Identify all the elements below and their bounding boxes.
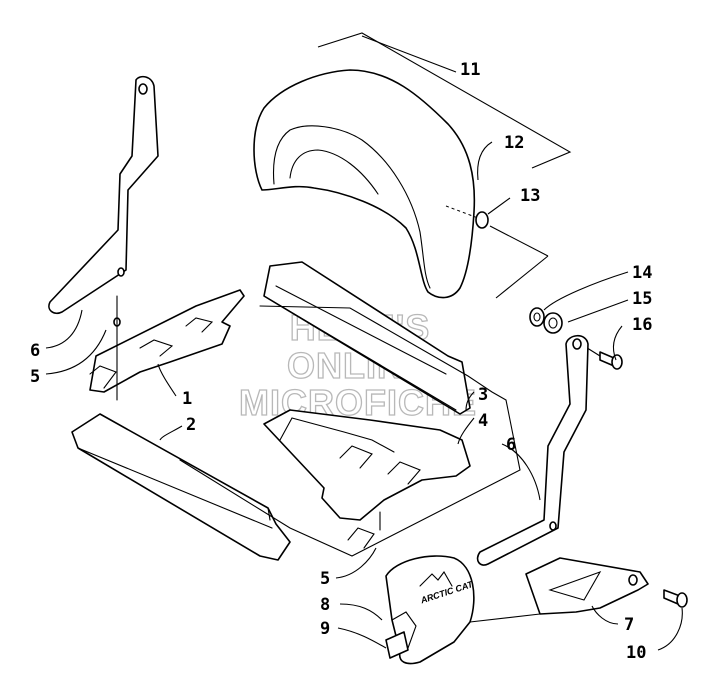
part-14-washer xyxy=(529,307,545,327)
callout-11: 11 xyxy=(460,60,480,80)
callout-1: 1 xyxy=(182,389,192,409)
part-15-spacer xyxy=(543,312,563,334)
callout-4: 4 xyxy=(478,411,488,431)
assembly-bracket-11 xyxy=(317,32,572,169)
callout-6-right: 6 xyxy=(506,435,516,455)
part-6-right-bracket xyxy=(476,334,589,566)
callout-9: 9 xyxy=(320,619,330,639)
part-2-front-trim xyxy=(71,413,291,561)
callout-5-left: 5 xyxy=(30,367,40,387)
callout-6-left: 6 xyxy=(30,341,40,361)
part-5-lower-screw xyxy=(347,511,381,549)
callout-16: 16 xyxy=(632,315,652,335)
mountain-logo-icon xyxy=(419,571,453,587)
part-10-bolt xyxy=(663,589,688,608)
part-5-left-screw xyxy=(113,295,121,401)
part-1-mount-plate xyxy=(89,289,245,393)
part-16-bolt xyxy=(583,345,623,370)
callout-10: 10 xyxy=(626,643,646,663)
callout-3: 3 xyxy=(478,385,488,405)
callout-7: 7 xyxy=(624,615,634,635)
part-13-grommet xyxy=(445,205,549,299)
callout-2: 2 xyxy=(186,415,196,435)
callout-5-lower: 5 xyxy=(320,569,330,589)
part-9-latch xyxy=(385,631,409,659)
callout-13: 13 xyxy=(520,186,540,206)
part-4-base-plate xyxy=(263,409,471,521)
callout-12: 12 xyxy=(504,133,524,153)
part-12-backrest-cushion xyxy=(253,69,476,299)
part-7-hinge-bracket xyxy=(525,557,649,615)
callout-14: 14 xyxy=(632,263,652,283)
part-6-left-bracket xyxy=(48,75,159,315)
callout-15: 15 xyxy=(632,289,652,309)
part-3-rear-channel xyxy=(263,261,471,415)
callout-8: 8 xyxy=(320,595,330,615)
part-8-storage-box xyxy=(385,555,541,665)
callout-labels: 11 12 13 14 15 16 6 5 1 2 3 4 6 5 8 9 7 … xyxy=(30,60,652,663)
seat-base-floor xyxy=(179,305,521,557)
leader-lines xyxy=(45,35,683,651)
